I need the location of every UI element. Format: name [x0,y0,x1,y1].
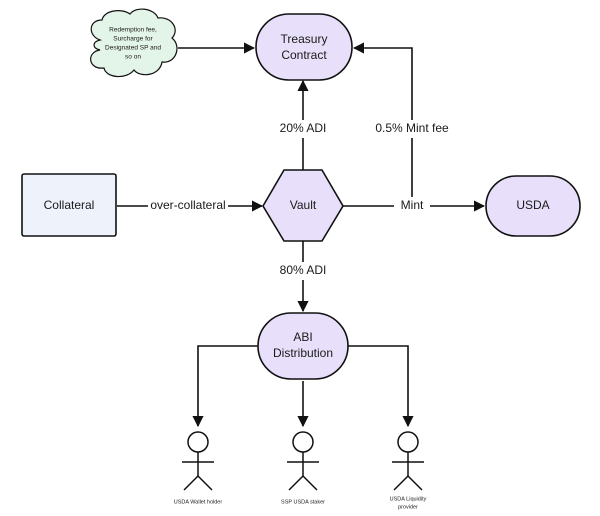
edge-label-over-collateral: over-collateral [150,198,225,212]
edge-abi-to-liquidity-provider [348,345,414,428]
abi-distribution-node: ABI Distribution [257,312,349,380]
actor-label: USDA Wallet holder [174,499,223,505]
edge-label-80-adi: 80% ADI [280,263,327,277]
treasury-line2: Contract [281,48,327,62]
cloud-text-line3: Designated SP and [105,45,161,52]
cloud-text-line4: so on [125,54,141,61]
edge-label-mint-fee: 0.5% Mint fee [375,121,449,135]
treasury-contract-node: Treasury Contract [255,13,353,81]
collateral-node: Collateral [21,173,117,237]
usda-node: USDA [485,175,581,237]
fees-cloud: Redemption fee, Surcharge for Designated… [90,8,178,78]
edge-abi-to-wallet-holder [192,345,258,428]
abi-line1: ABI [293,330,312,344]
vault-label: Vault [290,198,317,212]
actor-wallet-holder: USDA Wallet holder [174,431,223,505]
edge-label-20-adi: 20% ADI [280,121,327,135]
actor-ssp-staker: SSP USDA staker [281,431,325,505]
usda-label: USDA [516,198,549,212]
person-icon [287,431,319,491]
vault-node: Vault [262,169,344,242]
collateral-label: Collateral [44,198,95,212]
actor-label-line2: provider [398,504,418,510]
edge-mint-fee-to-treasury [352,42,413,206]
actor-label: SSP USDA staker [281,499,325,505]
person-icon [392,431,424,491]
actor-liquidity-provider: USDA Liquidity provider [390,431,427,510]
abi-line2: Distribution [273,346,333,360]
cloud-text-line2: Surcharge for [113,36,153,43]
edge-label-mint: Mint [401,198,424,212]
treasury-line1: Treasury [281,32,328,46]
actor-label-line1: USDA Liquidity [390,496,427,502]
person-icon [182,431,214,491]
cloud-text-line1: Redemption fee, [109,27,157,34]
